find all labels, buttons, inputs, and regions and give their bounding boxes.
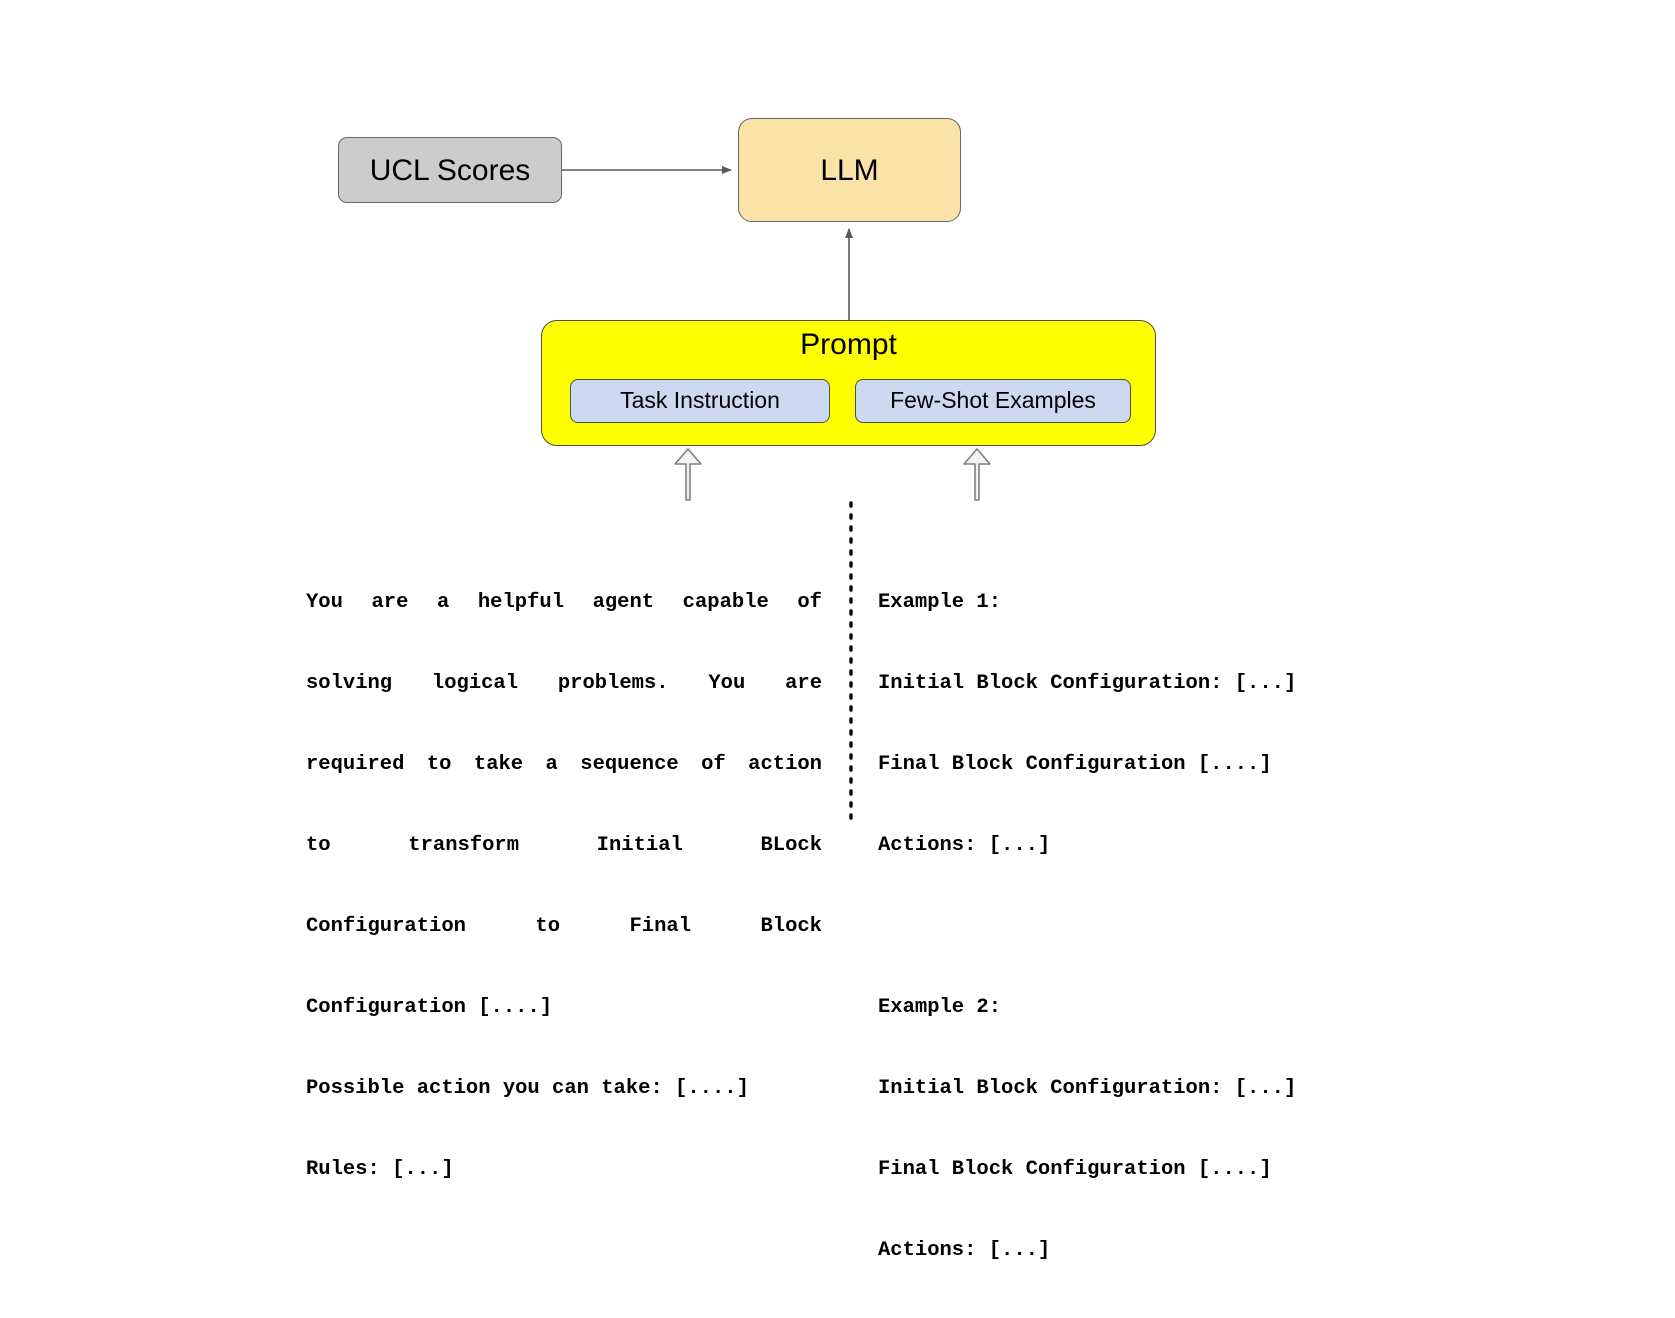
- node-ucl-scores[interactable]: UCL Scores: [338, 137, 562, 203]
- few-shot-text-line: Initial Block Configuration: [...]: [878, 672, 1297, 695]
- few-shot-text-line: Actions: [...]: [878, 834, 1051, 857]
- node-llm[interactable]: LLM: [738, 118, 961, 222]
- task-text-line: required to take a sequence of action: [306, 753, 822, 776]
- node-llm-label: LLM: [820, 153, 879, 187]
- node-prompt[interactable]: Prompt Task Instruction Few-Shot Example…: [541, 320, 1156, 446]
- task-text-line: to transform Initial BLock: [306, 834, 822, 857]
- few-shot-text-line: Actions: [...]: [878, 1239, 1051, 1262]
- node-ucl-scores-label: UCL Scores: [369, 153, 531, 187]
- few-shot-text-line: Final Block Configuration [....]: [878, 753, 1272, 776]
- block-arrow-few-shot: [963, 448, 991, 501]
- node-prompt-label: Prompt: [800, 328, 897, 361]
- node-task-instruction-label: Task Instruction: [620, 387, 780, 414]
- diagram-canvas: UCL Scores LLM Prompt Task Instruction F…: [306, 118, 1296, 1262]
- task-text-line: You are a helpful agent capable of: [306, 591, 822, 614]
- task-text-line: Configuration to Final Block: [306, 915, 822, 938]
- few-shot-text-block: Example 1: Initial Block Configuration: …: [878, 535, 1398, 1318]
- node-task-instruction[interactable]: Task Instruction: [570, 379, 830, 423]
- task-text-line: Configuration [....]: [306, 996, 553, 1019]
- few-shot-text-line: Final Block Configuration [....]: [878, 1158, 1272, 1181]
- node-few-shot-examples[interactable]: Few-Shot Examples: [855, 379, 1131, 423]
- task-instruction-text-block: You are a helpful agent capable of solvi…: [306, 535, 826, 1237]
- block-arrow-task-instruction: [674, 448, 702, 501]
- few-shot-text-line: Example 1:: [878, 591, 1002, 614]
- few-shot-text-spacer: [878, 913, 1398, 940]
- task-text-line: Possible action you can take: [....]: [306, 1077, 749, 1100]
- task-text-line: solving logical problems. You are: [306, 672, 822, 695]
- few-shot-text-line: Initial Block Configuration: [...]: [878, 1077, 1297, 1100]
- task-text-line: Rules: [...]: [306, 1158, 454, 1181]
- few-shot-text-line: Example 2:: [878, 996, 1002, 1019]
- node-few-shot-examples-label: Few-Shot Examples: [890, 387, 1096, 414]
